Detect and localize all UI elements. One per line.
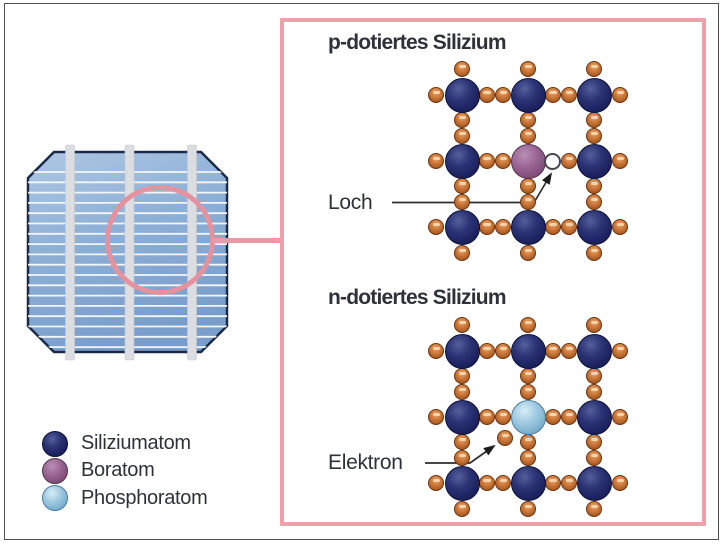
legend-item-label: Boratom	[81, 459, 155, 482]
magnifier-connector-line	[212, 238, 282, 243]
solar-cell-illustration	[26, 144, 229, 361]
detail-panel	[280, 18, 706, 526]
hole-label: Loch	[328, 191, 373, 214]
p-doped-title: p-dotiertes Silizium	[328, 31, 506, 54]
legend-item-label: Phosphoratom	[81, 486, 208, 509]
silicon-atom-swatch	[42, 430, 68, 457]
legend-item-phosphorus: Phosphoratom	[42, 485, 208, 512]
cell-busbar	[124, 144, 135, 361]
n-doped-title: n-dotiertes Silizium	[328, 286, 506, 309]
boron-atom-swatch	[42, 457, 68, 484]
phosphorus-atom-swatch	[42, 485, 68, 512]
legend-item-silicon: Siliziumatom	[42, 430, 191, 457]
legend-item-boron: Boratom	[42, 457, 155, 484]
legend-item-label: Siliziumatom	[81, 432, 191, 454]
electron-label: Elektron	[328, 451, 403, 474]
cell-busbar	[65, 144, 75, 361]
cell-busbar	[187, 144, 197, 361]
